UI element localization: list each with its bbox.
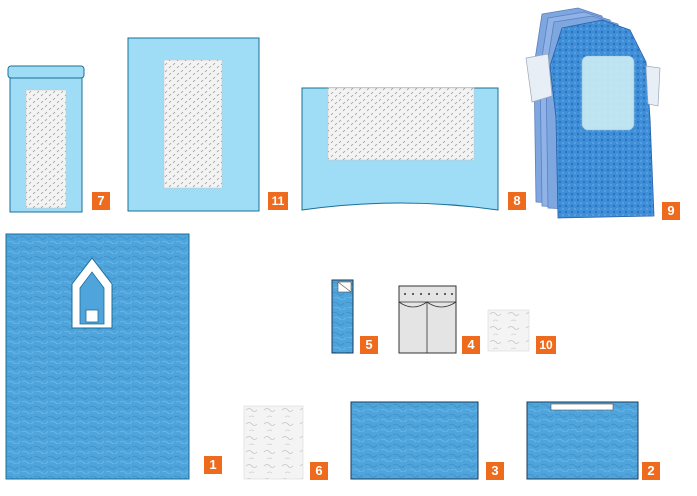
pouch-bag	[398, 285, 457, 354]
item-number-badge: 3	[486, 462, 504, 480]
small-absorbent-towel	[487, 309, 530, 352]
item-number-badge: 9	[662, 202, 680, 220]
rectangular-drape-with-pad	[127, 37, 260, 212]
surgical-gown-stack	[522, 6, 662, 220]
gown-graphic	[525, 7, 661, 219]
towel-graphic	[243, 405, 304, 480]
item-number-badge: 2	[642, 462, 660, 480]
table-cover-with-pad	[301, 87, 499, 212]
item-number-badge: 1	[204, 456, 222, 474]
large-drape-graphic	[5, 233, 190, 480]
item-number-badge: 4	[462, 336, 480, 354]
absorbent-towel	[243, 405, 304, 480]
rectangular-drape-graphic	[127, 37, 260, 212]
pouch-graphic	[398, 285, 457, 354]
item-number-badge: 7	[92, 192, 110, 210]
item-number-badge: 10	[536, 336, 556, 354]
tube-drape	[7, 65, 86, 214]
large-drape-with-fenestration	[5, 233, 190, 480]
textured-drape	[350, 401, 479, 480]
textured-drape-tape-graphic	[526, 401, 639, 480]
small-towel-graphic	[487, 309, 530, 352]
tape-strip-graphic	[331, 279, 354, 354]
textured-drape-with-tape	[526, 401, 639, 480]
item-number-badge: 11	[268, 192, 288, 210]
item-number-badge: 6	[310, 462, 328, 480]
adhesive-tape-strip	[331, 279, 354, 354]
textured-drape-graphic	[350, 401, 479, 480]
tube-drape-graphic	[7, 65, 85, 213]
item-number-badge: 5	[360, 336, 378, 354]
item-number-badge: 8	[508, 192, 526, 210]
table-cover-graphic	[301, 87, 499, 211]
